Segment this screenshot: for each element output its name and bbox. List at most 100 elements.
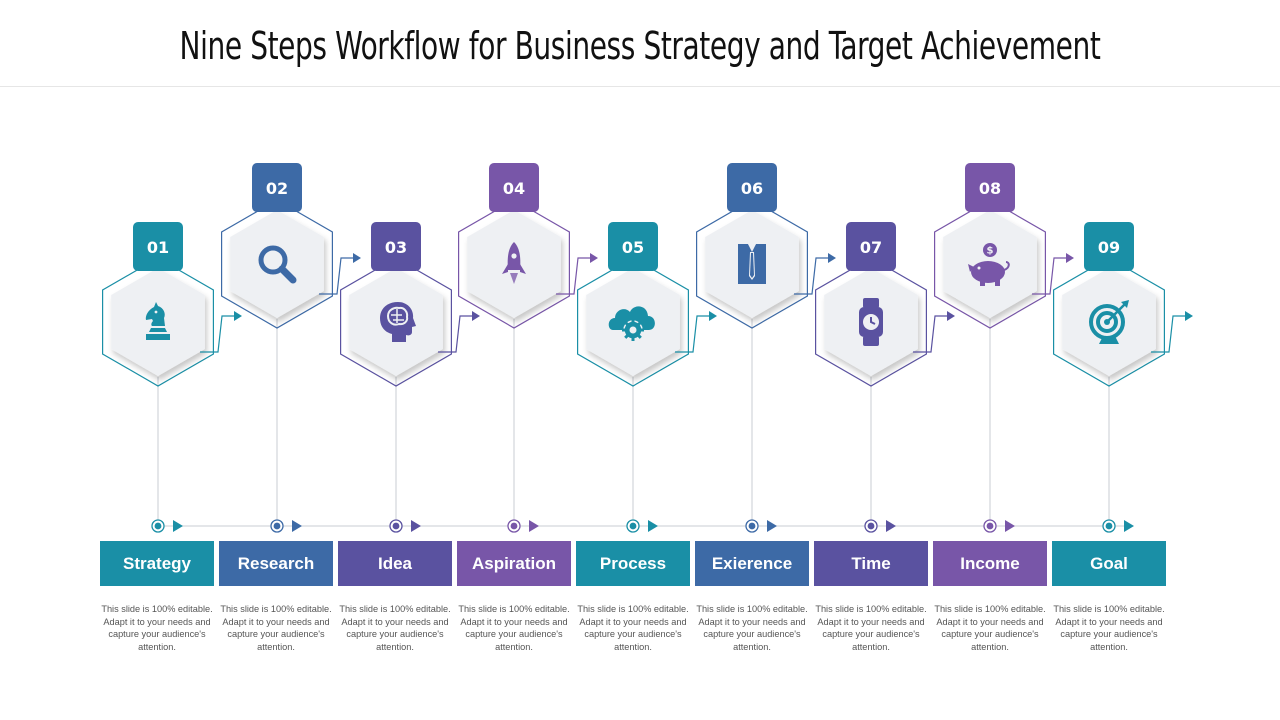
steps-layer: 01 02 03 04 05 06 07 $08 09 [101,163,1193,533]
magnifier-icon [258,245,297,284]
step-06: 06 [695,163,836,533]
step-number-badge [608,222,658,271]
flow-arrow-line [1032,257,1066,295]
flow-arrow-head [234,311,242,321]
step-number-badge [846,222,896,271]
flow-arrow-head [828,253,836,263]
step-03: 03 [340,222,480,533]
step-description: This slide is 100% editable. Adapt it to… [696,604,808,652]
step-number: 06 [741,179,763,198]
flow-arrow-head [353,253,361,263]
wristwatch-icon [859,298,883,346]
step-label: Income [933,541,1047,586]
step-description: This slide is 100% editable. Adapt it to… [934,604,1046,652]
step-description: This slide is 100% editable. Adapt it to… [339,604,451,652]
timeline-dot-core [510,522,518,530]
flow-arrow-line [675,315,709,353]
step-number: 09 [1098,238,1120,257]
timeline-arrow [767,520,777,532]
step-description: This slide is 100% editable. Adapt it to… [101,604,213,652]
flow-arrow-head [590,253,598,263]
step-label: Research [219,541,333,586]
timeline-dot-core [154,522,162,530]
step-label: Process [576,541,690,586]
step-02: 02 [221,163,361,533]
hexagon-outline [340,257,452,387]
timeline-arrow [1005,520,1015,532]
timeline-arrow [173,520,183,532]
step-label: Exierence [695,541,809,586]
flow-arrow-line [1151,315,1185,353]
step-number: 08 [979,179,1001,198]
hexagon-outline [695,199,809,329]
step-number-badge [489,163,539,212]
step-description: This slide is 100% editable. Adapt it to… [815,604,927,652]
chess-knight-icon [145,302,170,340]
shirt-tie-icon [738,242,766,284]
rocket-icon [502,242,526,284]
step-label: Strategy [100,541,214,586]
timeline-arrow [648,520,658,532]
step-07: 07 [814,222,955,533]
step-08: $08 [933,163,1074,533]
flow-arrow-line [556,257,590,295]
hexagon-tile [230,210,324,318]
step-description: This slide is 100% editable. Adapt it to… [1053,604,1165,652]
step-description: This slide is 100% editable. Adapt it to… [458,604,570,652]
step-04: 04 [458,163,598,533]
hexagon-outline [221,199,333,329]
page-title: Nine Steps Workflow for Business Strateg… [179,24,1101,68]
flow-arrow-line [438,315,472,353]
step-number-badge [252,163,302,212]
step-description: This slide is 100% editable. Adapt it to… [577,604,689,652]
target-icon [1089,300,1129,344]
timeline-dot-core [629,522,637,530]
step-number: 03 [385,238,407,257]
timeline-dot-core [1105,522,1113,530]
step-description: This slide is 100% editable. Adapt it to… [220,604,332,652]
timeline-arrow [411,520,421,532]
title-divider [0,86,1280,87]
flow-arrow-head [1185,311,1193,321]
timeline-dot-core [273,522,281,530]
hexagon-outline [814,257,928,387]
step-number: 02 [266,179,288,198]
timeline-dot-core [986,522,994,530]
timeline-arrow [529,520,539,532]
step-number: 05 [622,238,644,257]
timeline-dot-core [748,522,756,530]
flow-arrow-head [947,311,955,321]
step-number: 07 [860,238,882,257]
step-number-badge [1084,222,1134,271]
hexagon-outline [101,257,214,387]
hexagon-outline [576,257,690,387]
step-number: 01 [147,238,169,257]
step-label: Aspiration [457,541,571,586]
step-number: 04 [503,179,525,198]
flow-arrow-line [319,257,353,295]
hexagon-outline [458,199,571,329]
hexagon-outline [933,199,1047,329]
flow-arrow-line [794,257,828,295]
step-number-badge [727,163,777,212]
step-label: Time [814,541,928,586]
flow-arrow-head [1066,253,1074,263]
cloud-gear-icon [608,306,655,341]
hexagon-outline [1052,257,1166,387]
step-label: Idea [338,541,452,586]
step-01: 01 [101,222,242,533]
step-05: 05 [576,222,717,533]
flow-arrow-head [472,311,480,321]
timeline-arrow [886,520,896,532]
brain-head-icon [380,302,416,342]
step-number-badge [371,222,421,271]
flow-arrow-head [709,311,717,321]
timeline-dot-core [392,522,400,530]
timeline-dot-core [867,522,875,530]
step-09: 09 [1052,222,1193,533]
flow-arrow-line [200,315,234,353]
timeline-arrow [292,520,302,532]
piggy-bank-icon: $ [968,243,1010,286]
timeline-arrow [1124,520,1134,532]
step-label: Goal [1052,541,1166,586]
